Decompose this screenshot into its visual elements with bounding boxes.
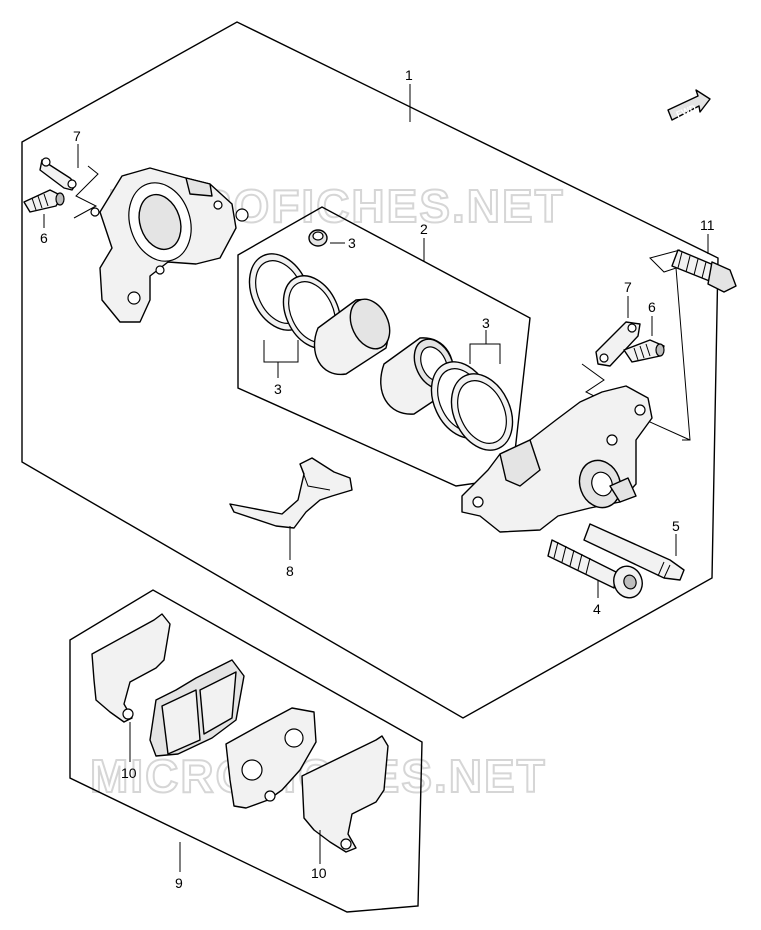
callout-2: 2 <box>420 221 428 237</box>
zigzag-bracket-left <box>73 165 99 219</box>
bleeder-screw-right <box>623 339 665 363</box>
callout-3-right: 3 <box>482 315 490 331</box>
zigzag-bracket-right <box>649 249 691 441</box>
callout-6-right: 6 <box>648 299 656 315</box>
callout-7-right: 7 <box>624 279 632 295</box>
slide-pin <box>583 523 685 581</box>
callout-10-left: 10 <box>121 765 137 781</box>
caliper-assembly-frame <box>21 21 719 719</box>
brake-pad-right <box>225 707 317 809</box>
callout-6-left: 6 <box>40 230 48 246</box>
caliper-piston-left <box>313 298 391 375</box>
callout-10-right: 10 <box>311 865 327 881</box>
callout-4: 4 <box>593 601 601 617</box>
bracket-3-right <box>469 343 501 364</box>
callout-3-left: 3 <box>274 381 282 397</box>
callout-7-left: 7 <box>73 128 81 144</box>
bleeder-cap-left <box>39 157 77 191</box>
caliper-bolt <box>547 539 643 599</box>
callout-11: 11 <box>700 217 715 233</box>
piston-seals-right <box>430 361 514 451</box>
bracket-3-left <box>263 340 299 363</box>
bleeder-cap-right <box>595 321 641 367</box>
bleeder-screw-left <box>23 189 65 213</box>
brake-pad-set-frame <box>69 589 423 913</box>
fwd-arrow-icon: FWD <box>667 89 711 121</box>
caliper-body-right <box>461 385 653 533</box>
callout-1: 1 <box>405 67 413 83</box>
pad-shim-left <box>91 613 171 723</box>
watermark-bottom: MICROFICHES.NET <box>90 750 547 802</box>
mounting-bolt <box>671 249 737 293</box>
callout-3-plug: 3 <box>348 235 356 251</box>
caliper-body-left <box>90 167 249 323</box>
callout-8: 8 <box>286 563 294 579</box>
callout-5: 5 <box>672 518 680 534</box>
caliper-plug <box>308 229 328 247</box>
pad-shim-right <box>301 735 389 853</box>
callout-9: 9 <box>175 875 183 891</box>
brake-pad-left <box>149 659 245 757</box>
pad-spring <box>229 457 353 529</box>
